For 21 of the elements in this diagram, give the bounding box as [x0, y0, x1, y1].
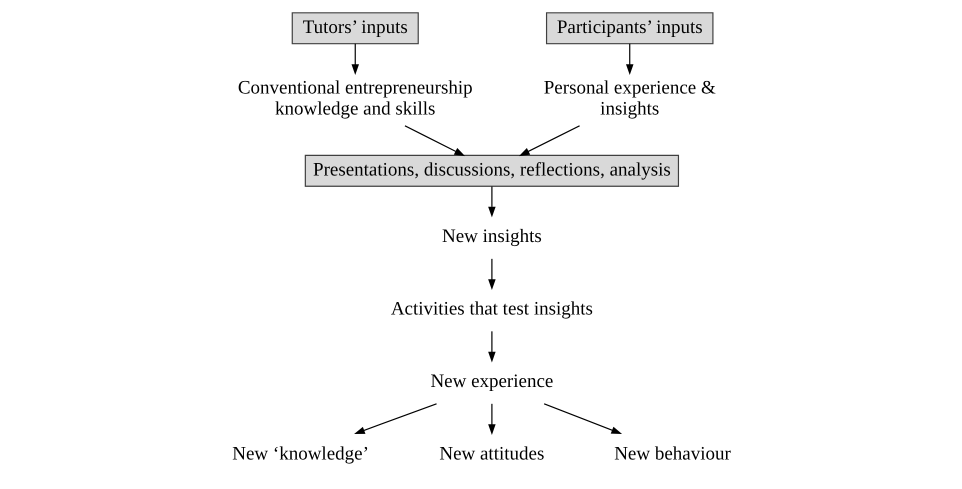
node-text: New behaviour: [614, 443, 730, 464]
node-box: Tutors’ inputs: [291, 12, 418, 44]
arrow: [488, 404, 496, 435]
arrow: [543, 403, 622, 434]
arrow: [625, 44, 633, 76]
arrow: [488, 258, 496, 290]
node-box: Presentations, discussions, reflections, analysis: [304, 154, 679, 187]
node-box: Participants’ inputs: [545, 12, 713, 44]
arrow: [488, 331, 496, 362]
arrow: [404, 125, 465, 156]
node-text: New attitudes: [438, 443, 544, 464]
node-text: Conventional entrepreneurship knowledge and skills: [237, 77, 472, 120]
arrow: [488, 186, 496, 218]
node-text: Personal experience & insights: [543, 77, 716, 120]
node-text: New ‘knowledge’: [232, 443, 368, 464]
node-text: New experience: [430, 370, 553, 392]
node-text: Activities that test insights: [390, 298, 592, 320]
node-text: New insights: [442, 226, 542, 247]
arrow: [518, 125, 580, 156]
arrow: [351, 44, 358, 76]
arrow: [354, 403, 436, 434]
